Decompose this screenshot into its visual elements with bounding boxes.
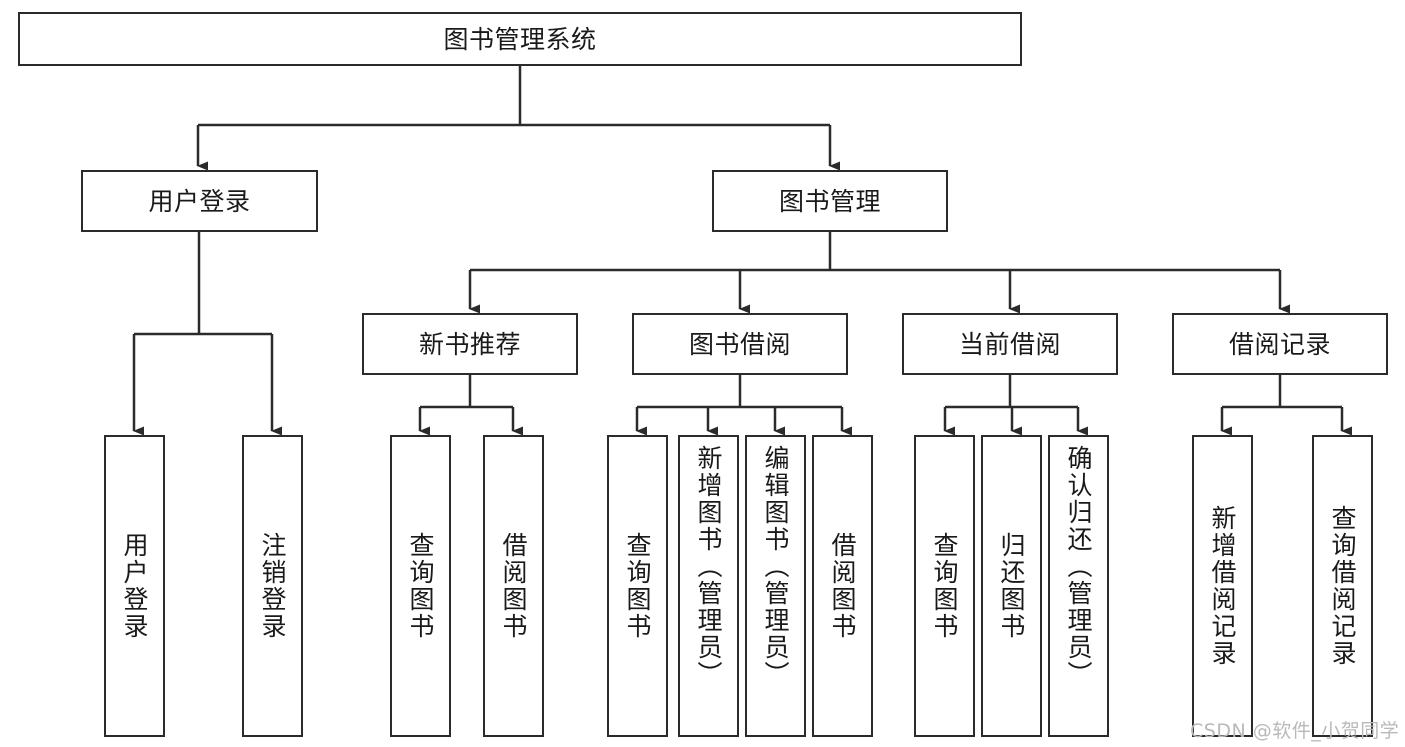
- node-leaf-query-borrow-record[interactable]: 查询借阅记录: [1312, 435, 1373, 737]
- node-borrow-record[interactable]: 借阅记录: [1172, 313, 1388, 375]
- node-leaf-query-book-current-label: 查询图书: [930, 532, 959, 640]
- node-root-label: 图书管理系统: [443, 24, 597, 54]
- node-leaf-confirm-return-label: 确认归还（管理员）: [1064, 445, 1093, 688]
- node-leaf-query-borrow-record-label: 查询借阅记录: [1328, 505, 1357, 667]
- node-leaf-borrow-book-rec[interactable]: 借阅图书: [483, 435, 544, 737]
- node-leaf-borrow-book-rec-label: 借阅图书: [499, 532, 528, 640]
- node-current-borrow[interactable]: 当前借阅: [902, 313, 1118, 375]
- node-leaf-edit-book-label: 编辑图书（管理员）: [761, 445, 790, 688]
- node-leaf-query-book-current[interactable]: 查询图书: [914, 435, 975, 737]
- node-book-borrow-label: 图书借阅: [688, 329, 791, 359]
- node-user-login[interactable]: 用户登录: [81, 170, 318, 232]
- node-leaf-borrow-book-borrow-label: 借阅图书: [828, 532, 857, 640]
- node-user-login-label: 用户登录: [148, 186, 251, 216]
- node-leaf-borrow-book-borrow[interactable]: 借阅图书: [812, 435, 873, 737]
- node-leaf-add-book-label: 新增图书（管理员）: [694, 445, 723, 688]
- node-borrow-record-label: 借阅记录: [1228, 329, 1331, 359]
- node-leaf-user-login[interactable]: 用户登录: [104, 435, 165, 737]
- node-book-manage-label: 图书管理: [778, 186, 881, 216]
- node-leaf-add-book[interactable]: 新增图书（管理员）: [678, 435, 739, 737]
- node-leaf-return-book[interactable]: 归还图书: [981, 435, 1042, 737]
- node-leaf-return-book-label: 归还图书: [997, 532, 1026, 640]
- node-leaf-query-book-rec-label: 查询图书: [406, 532, 435, 640]
- node-leaf-edit-book[interactable]: 编辑图书（管理员）: [745, 435, 806, 737]
- node-leaf-user-logout-label: 注销登录: [258, 532, 287, 640]
- node-leaf-user-logout[interactable]: 注销登录: [242, 435, 303, 737]
- node-current-borrow-label: 当前借阅: [958, 329, 1061, 359]
- node-leaf-add-borrow-record-label: 新增借阅记录: [1208, 505, 1237, 667]
- node-leaf-query-book-rec[interactable]: 查询图书: [390, 435, 451, 737]
- node-leaf-query-book-borrow[interactable]: 查询图书: [607, 435, 668, 737]
- node-root[interactable]: 图书管理系统: [18, 12, 1022, 66]
- node-new-book-rec[interactable]: 新书推荐: [362, 313, 578, 375]
- watermark-text: CSDN @软件_小贺同学: [1190, 720, 1400, 742]
- node-new-book-rec-label: 新书推荐: [418, 329, 521, 359]
- node-leaf-query-book-borrow-label: 查询图书: [623, 532, 652, 640]
- node-book-manage[interactable]: 图书管理: [712, 170, 948, 232]
- node-book-borrow[interactable]: 图书借阅: [632, 313, 848, 375]
- node-leaf-confirm-return[interactable]: 确认归还（管理员）: [1048, 435, 1109, 737]
- node-leaf-user-login-label: 用户登录: [120, 532, 149, 640]
- node-leaf-add-borrow-record[interactable]: 新增借阅记录: [1192, 435, 1253, 737]
